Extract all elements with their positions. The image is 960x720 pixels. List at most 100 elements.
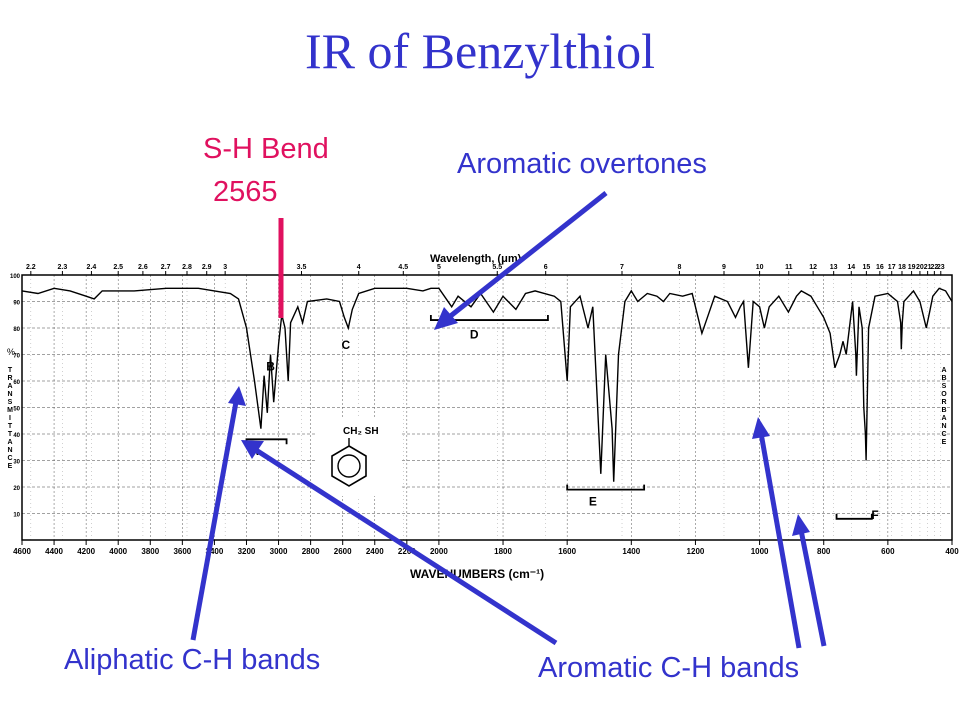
right-axis-label-letter: O [941,391,947,398]
top-tick-label: 6 [544,264,548,271]
top-tick-label: 3 [223,264,227,271]
y-tick-label: 100 [10,274,21,280]
x-tick-label: 2600 [334,547,352,556]
aromatic-ch-arrowhead-left [241,440,264,459]
band-label-F: F [871,508,878,522]
sh-bend-value: 2565 [213,176,278,208]
x-tick-label: 600 [881,547,895,556]
aromatic-ch-arrow-left [254,447,558,646]
top-tick-label: 8 [677,264,681,271]
overtones-arrowhead [434,307,458,330]
top-tick-label: 20 [916,264,924,271]
x-tick-label: 2800 [302,547,320,556]
top-tick-label: 4.5 [398,264,408,271]
y-tick-label: 90 [13,301,20,307]
top-tick-label: 3.5 [297,264,307,271]
x-tick-label: 4400 [45,547,63,556]
benzene-ring [331,445,367,487]
top-tick-label: 2.7 [161,264,171,271]
aromatic-ch-arrow-right [798,529,827,647]
right-axis-label-letter: N [941,423,946,430]
benzene-aromatic-circle [337,454,361,478]
percent-label: % [7,347,15,357]
y-tick-label: 60 [13,380,20,386]
spectrum-trace [21,287,953,482]
top-tick-label: 13 [830,264,838,271]
x-tick-label: 3600 [173,547,191,556]
aliphatic-ch-label: Aliphatic C-H bands [64,644,321,676]
chart-paper [8,248,956,546]
x-tick-label: 800 [817,547,831,556]
right-axis-label-letter: C [941,431,946,438]
structure-box [316,418,400,496]
y-tick-label: 80 [13,327,20,333]
x-tick-label: 4000 [109,547,127,556]
x-tick-label: 2400 [366,547,384,556]
top-tick-label: 2.8 [182,264,192,271]
band-label-C: C [342,338,351,352]
x-tick-label: 1200 [687,547,705,556]
top-tick-label: 11 [785,264,793,271]
y-axis-label-letter: E [8,463,13,470]
aromatic-ch-arrow-mid [758,432,802,649]
top-tick-label: 10 [756,264,764,271]
structure-formula: CH₂ SH [343,426,379,437]
aromatic-ch-label: Aromatic C-H bands [538,652,800,684]
aromatic-overtones-label: Aromatic overtones [457,148,707,180]
x-tick-label: 3000 [270,547,288,556]
band-label-E: E [589,495,597,509]
top-tick-label: 2.2 [26,264,36,271]
y-tick-label: 10 [13,513,20,519]
plot-frame [21,274,953,541]
top-tick-label: 5.5 [492,264,502,271]
top-tick-label: 23 [937,264,945,271]
top-tick-label: 4 [357,264,361,271]
sh-bend-label: S-H Bend [203,133,329,165]
top-tick-label: 9 [722,264,726,271]
aromatic-ch-arrowhead-right [792,514,810,536]
top-tick-label: 14 [847,264,855,271]
y-axis-label-letter: T [8,423,13,430]
right-axis-label-letter: R [941,399,946,406]
slide-title: IR of Benzylthiol [305,23,655,79]
y-tick-label: 30 [13,460,20,466]
top-tick-label: 21 [924,264,932,271]
top-tick-label: 2.5 [113,264,123,271]
y-axis-label-letter: T [8,367,13,374]
y-tick-label: 20 [13,486,20,492]
overtones-arrow [446,191,608,320]
right-axis-label-letter: E [942,439,947,446]
y-tick-label: 40 [13,433,20,439]
y-axis-label-letter: N [7,447,12,454]
x-tick-label: 2000 [430,547,448,556]
right-axis-label-letter: A [941,367,946,374]
top-tick-label: 2.6 [138,264,148,271]
y-axis-label-letter: T [8,431,13,438]
x-tick-label: 1000 [751,547,769,556]
top-tick-label: 2.4 [87,264,97,271]
x-tick-label: 4200 [77,547,95,556]
x-tick-label: 3400 [206,547,224,556]
top-tick-label: 12 [809,264,817,271]
aromatic-ch-arrowhead-mid [752,417,770,439]
x-tick-label: 3800 [141,547,159,556]
top-tick-label: 2.3 [58,264,68,271]
top-tick-label: 17 [888,264,896,271]
band-bracket-D [429,315,549,321]
aliphatic-arrow [190,401,239,641]
top-tick-label: 2.9 [202,264,212,271]
x-tick-label: 3200 [238,547,256,556]
top-tick-label: 16 [876,264,884,271]
x-tick-label: 4600 [13,547,31,556]
callout-arrows [190,191,827,649]
top-tick-label: 19 [908,264,916,271]
top-tick-label: 7 [620,264,624,271]
band-bracket-F [835,513,873,520]
right-axis-label-letter: B [941,407,946,414]
x-tick-label: 1800 [494,547,512,556]
band-label-B: B [266,359,275,373]
right-axis-label-letter: S [942,383,947,390]
top-tick-label: 22 [930,264,938,271]
